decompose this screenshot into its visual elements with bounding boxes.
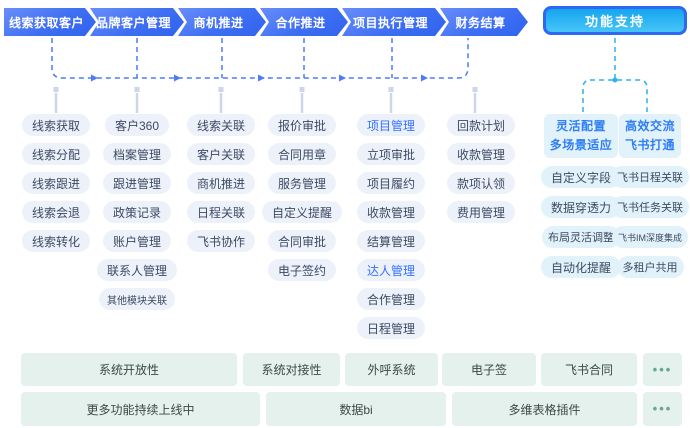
stage-column-financial-settlement: 回款计划 收款管理 款项认领 费用管理 (446, 114, 516, 223)
feature-pill[interactable]: 线索跟进 (21, 172, 91, 194)
feature-pill[interactable]: 其他模块关联 (98, 288, 175, 310)
stage-column-cooperation-advance: 报价审批 合同用章 服务管理 自定义提醒 合同审批 电子签约 (261, 114, 343, 281)
feature-pill[interactable]: 结算管理 (356, 230, 426, 252)
integration-more-button[interactable]: ••• (643, 353, 682, 386)
feature-pill[interactable]: 数据穿透力 (540, 196, 622, 218)
support-group-header: 高效交流 飞书打通 (618, 114, 681, 158)
feature-pill[interactable]: 联系人管理 (96, 259, 178, 281)
feature-pill[interactable]: 自定义字段 (540, 166, 622, 188)
feature-pill[interactable]: 自动化提醒 (540, 256, 622, 278)
stage-button-lead-acquisition[interactable]: 线索获取客户 (4, 8, 96, 36)
feature-pill[interactable]: 线索关联 (186, 114, 256, 136)
stage-column-opportunity-advance: 线索关联 客户关联 商机推进 日程关联 飞书协作 (186, 114, 256, 252)
support-group-feishu-link: 高效交流 飞书打通 飞书日程关联 飞书任务关联 飞书IM深度集成 多租户共用 (611, 114, 689, 278)
feature-pill[interactable]: 电子签约 (267, 259, 337, 281)
feature-pill[interactable]: 飞书任务关联 (611, 196, 689, 218)
feature-pill[interactable]: 合同用章 (267, 143, 337, 165)
feature-pill[interactable]: 服务管理 (267, 172, 337, 194)
support-group-title-line1: 高效交流 (624, 119, 675, 134)
stage-column-project-execution: 项目管理 立项审批 项目履约 收款管理 结算管理 达人管理 合作管理 日程管理 (356, 114, 426, 339)
stage-button-financial-settlement[interactable]: 财务结算 (440, 8, 528, 36)
feature-pill-highlighted[interactable]: 项目管理 (356, 114, 426, 136)
feature-pill[interactable]: 飞书协作 (186, 230, 256, 252)
feature-pill[interactable]: 多租户共用 (616, 256, 684, 278)
integration-box-outbound-call[interactable]: 外呼系统 (345, 353, 438, 386)
feature-pill[interactable]: 回款计划 (446, 114, 516, 136)
feature-pill[interactable]: 合同审批 (267, 230, 337, 252)
feature-pill-highlighted[interactable]: 达人管理 (356, 259, 426, 281)
support-button[interactable]: 功能支持 (543, 6, 687, 35)
feature-pill[interactable]: 线索转化 (21, 230, 91, 252)
stage-button-cooperation-advance[interactable]: 合作推进 (260, 8, 348, 36)
integration-box-feishu-contract[interactable]: 飞书合同 (541, 353, 637, 386)
feature-pill[interactable]: 线索分配 (21, 143, 91, 165)
feature-pill[interactable]: 线索获取 (21, 114, 91, 136)
feature-pill[interactable]: 客户360 (104, 114, 170, 136)
feature-pill[interactable]: 自定义提醒 (261, 201, 343, 223)
integration-box-more-features[interactable]: 更多功能持续上线中 (21, 392, 260, 426)
feature-pill[interactable]: 日程关联 (186, 201, 256, 223)
feature-pill[interactable]: 款项认领 (446, 172, 516, 194)
feature-pill[interactable]: 收款管理 (356, 201, 426, 223)
integration-box-data-bi[interactable]: 数据bi (266, 392, 446, 426)
column-drop-lines (53, 87, 478, 113)
integration-box-system-docking[interactable]: 系统对接性 (243, 353, 340, 386)
feature-pill[interactable]: 商机推进 (186, 172, 256, 194)
stage-button-project-execution[interactable]: 项目执行管理 (342, 8, 446, 36)
integration-box-e-signature[interactable]: 电子签 (442, 353, 536, 386)
support-group-title-line2: 多场景适应 (549, 138, 613, 152)
feature-pill[interactable]: 客户关联 (186, 143, 256, 165)
feature-pill[interactable]: 收款管理 (446, 143, 516, 165)
feature-pill[interactable]: 布局灵活调整 (541, 226, 620, 248)
feature-pill[interactable]: 费用管理 (446, 201, 516, 223)
support-connector-node (612, 77, 618, 83)
integration-more-button[interactable]: ••• (643, 392, 682, 426)
arrow-right-icon (91, 74, 428, 82)
feature-pill[interactable]: 报价审批 (267, 114, 337, 136)
stage-column-brand-customer-mgmt: 客户360 档案管理 跟进管理 政策记录 账户管理 联系人管理 其他模块关联 (96, 114, 178, 310)
integration-box-multidim-table[interactable]: 多维表格插件 (452, 392, 637, 426)
support-group-header: 灵活配置 多场景适应 (543, 114, 619, 158)
feature-pill[interactable]: 日程管理 (356, 317, 426, 339)
feature-pill[interactable]: 立项审批 (356, 143, 426, 165)
integration-box-system-openness[interactable]: 系统开放性 (21, 353, 237, 386)
feature-pill[interactable]: 合作管理 (356, 288, 426, 310)
support-group-title-line2: 飞书打通 (624, 138, 675, 152)
feature-pill[interactable]: 线索会退 (21, 201, 91, 223)
support-group-title-line1: 灵活配置 (555, 119, 607, 134)
support-connector (582, 38, 648, 112)
stage-button-opportunity-advance[interactable]: 商机推进 (178, 8, 266, 36)
stage-button-brand-customer-mgmt[interactable]: 品牌客户管理 (90, 8, 184, 36)
feature-pill[interactable]: 飞书日程关联 (611, 166, 689, 188)
stage-flow-connector (51, 38, 469, 79)
feature-pill[interactable]: 政策记录 (102, 201, 172, 223)
support-group-flexible-config: 灵活配置 多场景适应 自定义字段 数据穿透力 布局灵活调整 自动化提醒 (540, 114, 622, 278)
feature-pill[interactable]: 项目履约 (356, 172, 426, 194)
feature-pill[interactable]: 档案管理 (102, 143, 172, 165)
feature-pill[interactable]: 飞书IM深度集成 (612, 226, 688, 248)
feature-pill[interactable]: 账户管理 (102, 230, 172, 252)
stage-column-lead-acquisition: 线索获取 线索分配 线索跟进 线索会退 线索转化 (21, 114, 91, 252)
feature-pill[interactable]: 跟进管理 (102, 172, 172, 194)
